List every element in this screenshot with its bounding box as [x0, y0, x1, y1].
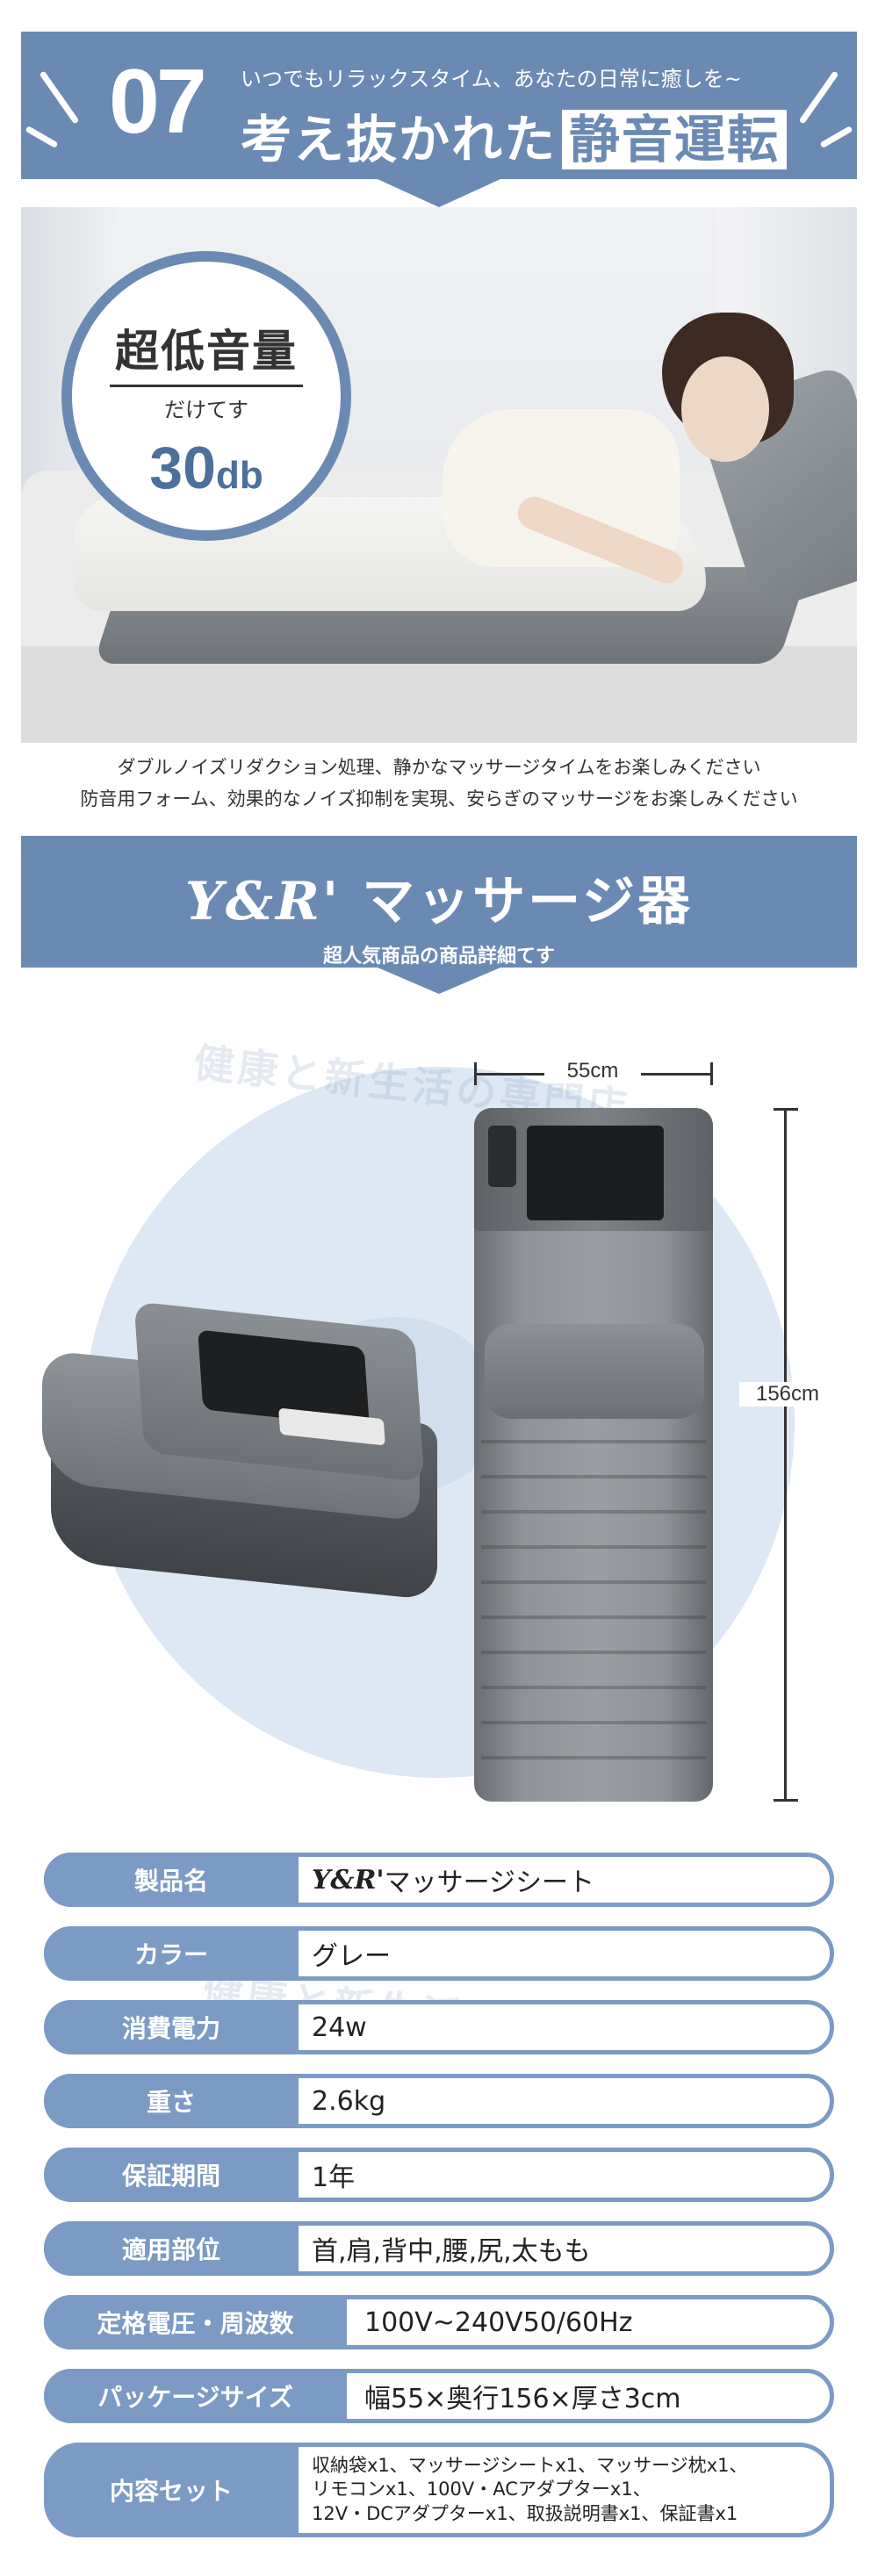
brand-logo: Y&R'	[185, 871, 342, 932]
product-name: マッサージ器	[362, 871, 693, 932]
mat-rib	[481, 1615, 706, 1619]
spec-label: 適用部位	[44, 2221, 299, 2276]
flat-mat-massage-panel	[527, 1126, 664, 1220]
width-dimension-cap	[710, 1062, 713, 1085]
length-dimension-cap	[774, 1799, 798, 1802]
mat-rib	[481, 1580, 706, 1584]
badge-value: 30db	[72, 434, 341, 502]
decor-slash	[798, 70, 839, 125]
spec-product-name: マッサージシート	[384, 1867, 595, 1898]
spec-value: 24w	[312, 2011, 367, 2043]
spec-value: 幅55×奥行156×厚さ3cm	[364, 2384, 681, 2414]
spec-label: パッケージサイズ	[44, 2369, 347, 2423]
badge-number: 30	[149, 435, 216, 501]
section-number: 07	[109, 51, 207, 153]
contents-line: 収納袋x1、マッサージシートx1、マッサージ枕x1、	[312, 2455, 748, 2477]
spec-value: 首,肩,背中,腰,尻,太もも	[312, 2236, 591, 2267]
section-banner: 07 いつでもリラックスタイム、あなたの日常に癒しを~ 考え抜かれた静音運転	[21, 32, 857, 179]
flat-mat-controller	[488, 1126, 516, 1187]
spec-value: グレー	[312, 1941, 391, 1972]
flat-mat-pillow	[485, 1324, 704, 1419]
decor-slash	[819, 125, 853, 149]
spec-label: 内容セット	[44, 2443, 299, 2537]
banner-arrow	[378, 179, 500, 207]
photo-person-face	[681, 356, 769, 462]
mat-rib	[481, 1545, 706, 1549]
spec-value: Y&R'マッサージシート	[312, 1857, 594, 1903]
contents-line: 12V・DCアダプターx1、取扱説明書x1、保証書x1	[312, 2502, 738, 2524]
spec-brand-logo: Y&R'	[312, 1864, 385, 1896]
badge-divider	[110, 385, 303, 387]
length-dimension-cap	[774, 1108, 798, 1111]
caption-line-2: 防音用フォーム、効果的なノイズ抑制を実現、安らぎのマッサージをお楽しみください	[80, 788, 798, 809]
spec-label: 重さ	[44, 2074, 299, 2128]
spec-row-warranty: 保証期間 1年	[44, 2148, 834, 2202]
spec-row-power: 消費電力 24w	[44, 2000, 834, 2054]
caption-line-1: ダブルノイズリダクション処理、静かなマッサージタイムをお楽しみください	[117, 757, 761, 778]
spec-label: 保証期間	[44, 2148, 299, 2202]
spec-row-product-name: 製品名 Y&R'マッサージシート	[44, 1853, 834, 1907]
spec-label: カラー	[44, 1926, 299, 1981]
section-title-highlight: 静音運転	[562, 110, 788, 169]
spec-row-color: カラー グレー	[44, 1926, 834, 1981]
noise-level-badge: 超低音量 だけてす 30db	[61, 251, 351, 541]
spec-row-voltage: 定格電圧・周波数 100V~240V50/60Hz	[44, 2295, 834, 2349]
mat-rib	[481, 1721, 706, 1724]
spec-row-body-parts: 適用部位 首,肩,背中,腰,尻,太もも	[44, 2221, 834, 2276]
mat-rib	[481, 1651, 706, 1654]
spec-value: 1年	[312, 2162, 356, 2193]
product-banner-title: Y&R' マッサージ器	[21, 859, 857, 935]
contents-line: リモコンx1、100V・ACアダプターx1、	[312, 2479, 651, 2500]
banner-arrow	[378, 968, 500, 994]
section-title-prefix: 考え抜かれた	[241, 110, 558, 169]
product-banner-subtitle: 超人気商品の商品詳細てす	[322, 946, 555, 968]
spec-value: 収納袋x1、マッサージシートx1、マッサージ枕x1、 リモコンx1、100V・A…	[312, 2447, 748, 2533]
mat-rib	[481, 1756, 706, 1759]
decor-slash	[25, 125, 59, 149]
length-dimension-label: 156cm	[739, 1382, 836, 1407]
spec-row-package-size: パッケージサイズ 幅55×奥行156×厚さ3cm	[44, 2369, 834, 2423]
section-title: 考え抜かれた静音運転	[241, 98, 788, 172]
width-dimension-cap	[474, 1062, 477, 1085]
mat-rib	[481, 1440, 706, 1443]
decor-slash	[39, 70, 80, 125]
mat-rib	[481, 1475, 706, 1479]
spec-row-weight: 重さ 2.6kg	[44, 2074, 834, 2128]
spec-label: 消費電力	[44, 2000, 299, 2054]
spec-value: 2.6kg	[312, 2085, 386, 2117]
mat-rib	[481, 1510, 706, 1514]
spec-label: 定格電圧・周波数	[44, 2295, 347, 2349]
badge-title: 超低音量	[115, 326, 298, 377]
spec-value: 100V~240V50/60Hz	[364, 2306, 633, 2338]
folded-mat-image	[42, 1291, 455, 1601]
spec-row-contents: 内容セット 収納袋x1、マッサージシートx1、マッサージ枕x1、 リモコンx1、…	[44, 2443, 834, 2537]
product-banner: Y&R' マッサージ器 超人気商品の商品詳細てす	[21, 836, 857, 968]
badge-subtitle: だけてす	[164, 398, 248, 422]
width-dimension-label: 55cm	[544, 1059, 641, 1083]
section-subtitle: いつでもリラックスタイム、あなたの日常に癒しを~	[241, 67, 742, 91]
spec-label: 製品名	[44, 1853, 299, 1907]
length-dimension-line	[784, 1108, 787, 1802]
badge-unit: db	[215, 454, 263, 497]
mat-rib	[481, 1686, 706, 1689]
